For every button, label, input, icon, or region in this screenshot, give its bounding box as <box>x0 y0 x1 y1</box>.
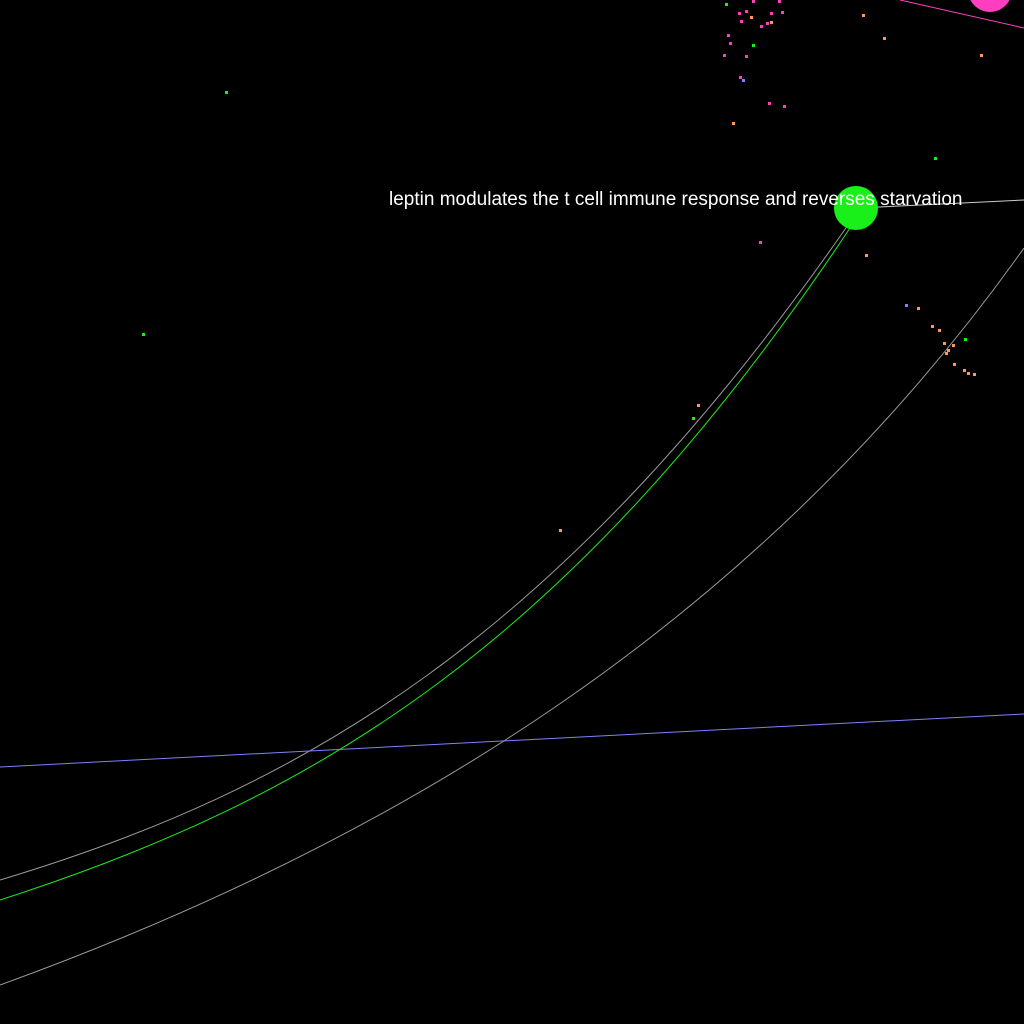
node-dot[interactable] <box>752 44 755 47</box>
node-dot[interactable] <box>783 105 786 108</box>
node-dot[interactable] <box>732 122 735 125</box>
node-dot[interactable] <box>745 10 748 13</box>
node-dot[interactable] <box>225 91 228 94</box>
node-dot[interactable] <box>945 352 948 355</box>
node-dot[interactable] <box>770 12 773 15</box>
node-dot[interactable] <box>759 241 762 244</box>
node-dot[interactable] <box>964 338 967 341</box>
node-dot[interactable] <box>778 0 781 3</box>
node-dot[interactable] <box>723 54 726 57</box>
node-dot[interactable] <box>738 12 741 15</box>
node-dot[interactable] <box>740 20 743 23</box>
edge-pink <box>899 0 1024 29</box>
focused-node-label: leptin modulates the t cell immune respo… <box>389 189 962 210</box>
edge-gray-1 <box>0 224 849 881</box>
focused-paper-node[interactable] <box>834 186 878 230</box>
node-dot[interactable] <box>725 3 728 6</box>
node-dot[interactable] <box>745 55 748 58</box>
node-dot[interactable] <box>766 22 769 25</box>
node-dot[interactable] <box>865 254 868 257</box>
edge-gray-2 <box>0 247 1024 986</box>
node-dot[interactable] <box>781 11 784 14</box>
node-dot[interactable] <box>768 102 771 105</box>
node-dot[interactable] <box>727 34 730 37</box>
node-dot[interactable] <box>862 14 865 17</box>
node-dot[interactable] <box>760 25 763 28</box>
node-dot[interactable] <box>938 329 941 332</box>
node-dot[interactable] <box>947 349 950 352</box>
node-dot[interactable] <box>739 76 742 79</box>
node-dot[interactable] <box>953 363 956 366</box>
node-dot[interactable] <box>697 404 700 407</box>
small-nodes-layer <box>142 0 983 532</box>
node-dot[interactable] <box>963 369 966 372</box>
node-dot[interactable] <box>742 79 745 82</box>
node-dot[interactable] <box>770 21 773 24</box>
node-dot[interactable] <box>973 373 976 376</box>
node-dot[interactable] <box>752 0 755 3</box>
node-dot[interactable] <box>952 344 955 347</box>
node-dot[interactable] <box>905 304 908 307</box>
edges-layer <box>0 0 1024 986</box>
pink-hub-node[interactable] <box>968 0 1012 12</box>
node-dot[interactable] <box>967 372 970 375</box>
edge-green <box>0 224 853 901</box>
edge-white <box>857 199 1024 209</box>
node-dot[interactable] <box>883 37 886 40</box>
edge-blue <box>0 713 1024 768</box>
node-dot[interactable] <box>917 307 920 310</box>
node-dot[interactable] <box>943 342 946 345</box>
node-dot[interactable] <box>750 16 753 19</box>
node-dot[interactable] <box>692 417 695 420</box>
node-dot[interactable] <box>980 54 983 57</box>
node-dot[interactable] <box>729 42 732 45</box>
node-dot[interactable] <box>142 333 145 336</box>
node-dot[interactable] <box>559 529 562 532</box>
node-dot[interactable] <box>931 325 934 328</box>
node-dot[interactable] <box>934 157 937 160</box>
